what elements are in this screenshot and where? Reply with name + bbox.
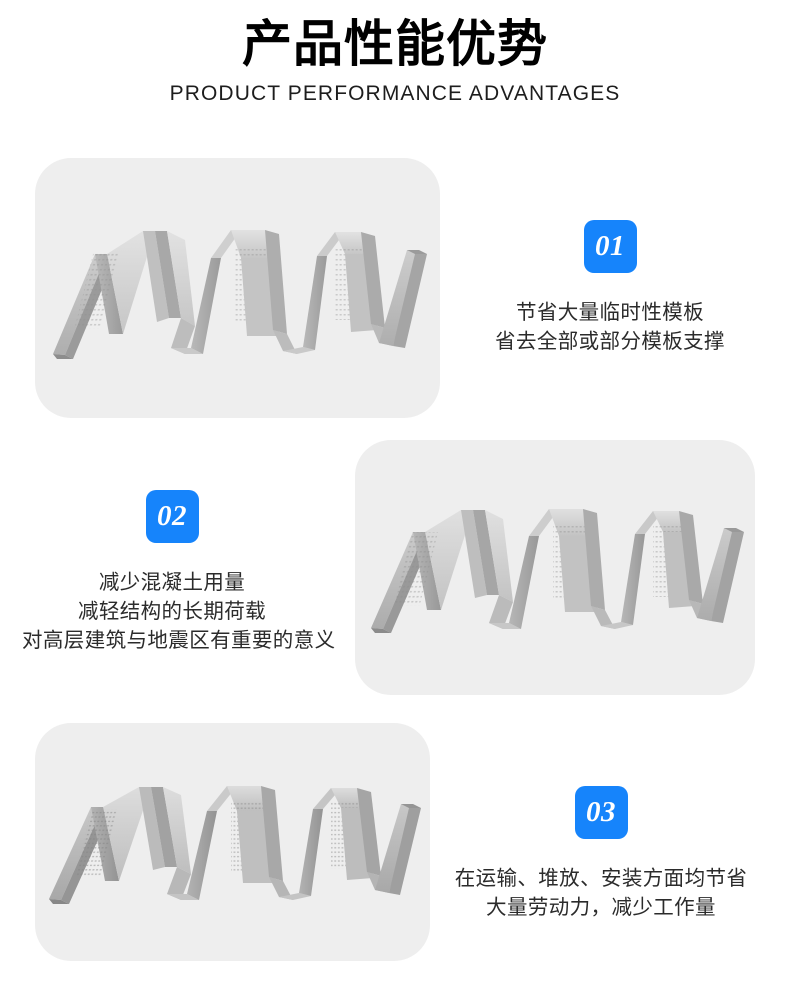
- decking-panel-icon: [371, 509, 744, 633]
- feature-description-line: 省去全部或部分模板支撑: [495, 330, 725, 353]
- feature-description-line: 对高层建筑与地震区有重要的意义: [22, 629, 336, 652]
- decking-panel-icon: [53, 230, 427, 359]
- feature-number-badge-01: 01: [583, 220, 637, 273]
- page-title: 产品性能优势: [242, 16, 548, 72]
- product-image-card-03: [35, 723, 430, 961]
- page-header: 产品性能优势 PRODUCT PERFORMANCE ADVANTAGES: [0, 0, 790, 107]
- feature-number-label: 02: [157, 500, 187, 532]
- product-image-card-02: [355, 440, 755, 695]
- feature-description-line: 节省大量临时性模板: [515, 301, 705, 324]
- product-image-card-01: [35, 158, 440, 418]
- page-subtitle: PRODUCT PERFORMANCE ADVANTAGES: [169, 82, 621, 105]
- decking-panel-image-01: [35, 158, 440, 418]
- feature-number-label: 01: [595, 230, 625, 262]
- feature-description-line: 大量劳动力，减少工作量: [486, 896, 716, 919]
- decking-panel-image-02: [355, 440, 755, 695]
- decking-panel-icon: [49, 786, 421, 904]
- decking-panel-image-03: [35, 723, 430, 961]
- feature-number-badge-03: 03: [574, 786, 628, 839]
- feature-text-02: 02 减少混凝土用量 减轻结构的长期荷载 对高层建筑与地震区有重要的意义: [22, 490, 336, 655]
- feature-number-badge-02: 02: [145, 490, 199, 543]
- feature-description-line: 在运输、堆放、安装方面均节省: [454, 867, 748, 890]
- feature-number-label: 03: [586, 796, 616, 828]
- feature-description-line: 减少混凝土用量: [98, 571, 246, 594]
- feature-description-01: 节省大量临时性模板 省去全部或部分模板支撑: [460, 298, 760, 356]
- feature-text-03: 03 在运输、堆放、安装方面均节省 大量劳动力，减少工作量: [451, 786, 751, 922]
- feature-description-line: 减轻结构的长期荷载: [77, 600, 267, 623]
- feature-description-03: 在运输、堆放、安装方面均节省 大量劳动力，减少工作量: [451, 864, 751, 922]
- feature-text-01: 01 节省大量临时性模板 省去全部或部分模板支撑: [460, 220, 760, 356]
- feature-description-02: 减少混凝土用量 减轻结构的长期荷载 对高层建筑与地震区有重要的意义: [22, 568, 336, 655]
